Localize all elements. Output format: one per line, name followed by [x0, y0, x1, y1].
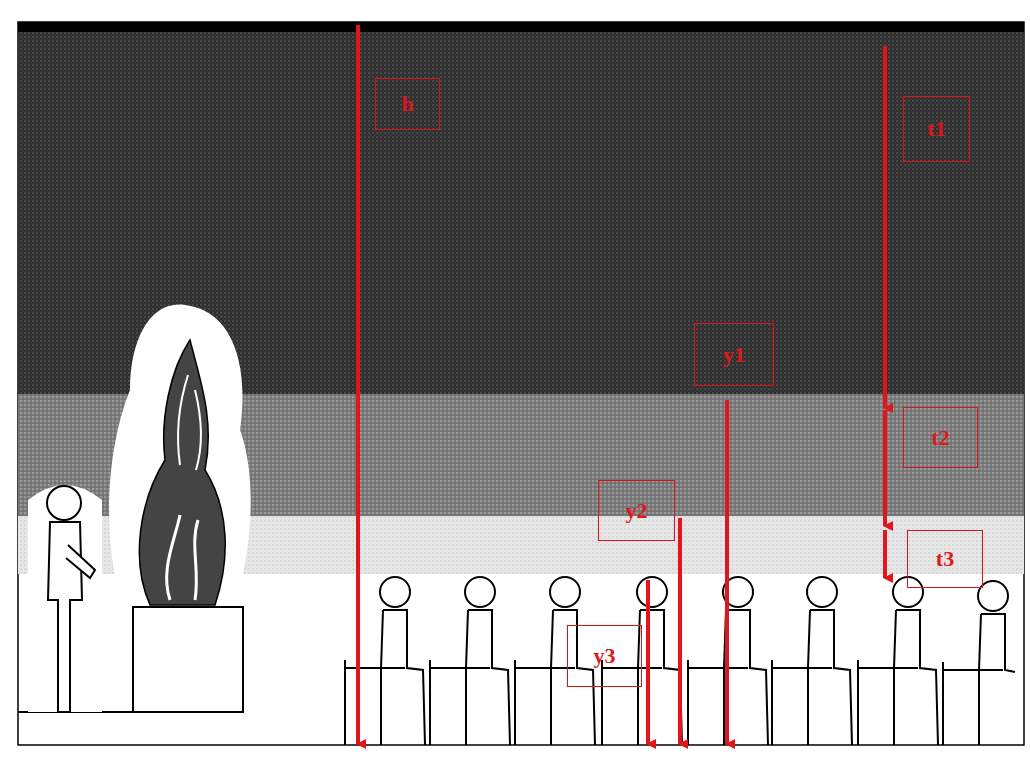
variable-label: y2 [626, 500, 648, 522]
variable-label: y1 [723, 344, 745, 366]
variable-label: h [401, 93, 413, 115]
variable-label-box: y1 [694, 323, 774, 386]
variable-label: t1 [927, 118, 945, 140]
variable-label-box: h [375, 78, 440, 130]
variable-label: t3 [936, 548, 954, 570]
variable-label-box: t1 [903, 96, 970, 162]
variable-label-box: y2 [598, 480, 675, 541]
variable-label-box: y3 [567, 625, 642, 687]
variable-label: t2 [931, 427, 949, 449]
variable-label: y3 [594, 645, 616, 667]
variable-label-box: t3 [907, 530, 983, 588]
variable-label-box: t2 [903, 407, 978, 468]
